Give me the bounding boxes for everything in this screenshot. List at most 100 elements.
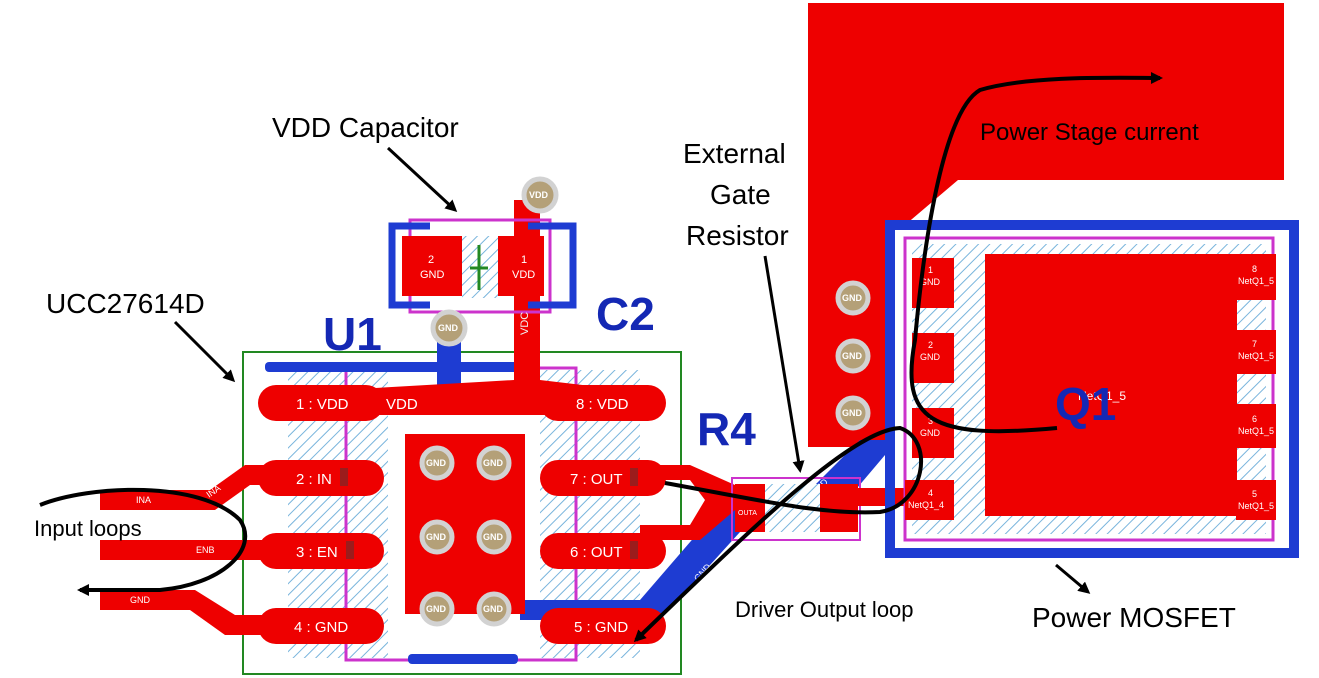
u1-pad-4 — [258, 608, 384, 644]
thermal-vias — [419, 445, 512, 627]
c2-pad1-num: 1 — [521, 254, 527, 266]
q1-p6-num: 6 — [1252, 414, 1257, 424]
gate-resistor-label-2: Gate — [710, 179, 771, 210]
power-mosfet-label: Power MOSFET — [1032, 602, 1236, 633]
u1-pin1-label: 1 : VDD — [296, 396, 349, 413]
c2-pad-2 — [402, 236, 462, 296]
gate-resistor-label-1: External — [683, 138, 786, 169]
out-trace — [640, 465, 800, 540]
driver-output-loop — [633, 425, 923, 643]
pin2-mark — [340, 468, 348, 486]
vdd-trace-label: VDD — [386, 396, 418, 413]
input-loop — [39, 487, 248, 596]
via-label: GND — [483, 604, 504, 614]
u1-pin3-label: 3 : EN — [296, 544, 338, 561]
q1-p5-net: NetQ1_5 — [1238, 501, 1274, 511]
c2-pad2-net: GND — [420, 269, 445, 281]
c2-vdd-via-label: VDD — [529, 190, 549, 200]
u1-pad-1 — [258, 385, 384, 421]
gnd-in-trace — [100, 590, 265, 635]
q1-p2-net: GND — [920, 352, 941, 362]
via-label: GND — [426, 458, 447, 468]
pin6-mark — [630, 541, 638, 559]
r4-pad-right — [820, 484, 858, 532]
plane-gnd-via-3 — [835, 395, 871, 431]
ucc-label: UCC27614D — [46, 288, 205, 319]
plane-gnd-via-1 — [835, 280, 871, 316]
c2-bottom-outline-left — [388, 222, 430, 309]
r4-silk — [731, 477, 861, 541]
ucc-arrow — [173, 320, 236, 383]
q1-bottom-outline — [885, 220, 1299, 558]
power-stage-current-loop — [909, 71, 1163, 434]
via — [419, 519, 455, 555]
q1-p7-net: NetQ1_5 — [1238, 351, 1274, 361]
vdd-trace-vertical — [514, 200, 540, 395]
u1-courtyard — [242, 351, 682, 675]
input-loops-label: Input loops — [34, 516, 142, 541]
vdc-rotated-label: VDC — [519, 312, 531, 335]
r4-pad-left — [735, 484, 765, 532]
power-plane-copper — [808, 3, 1284, 447]
via-label: GND — [483, 458, 504, 468]
q1-tab-pad — [985, 254, 1237, 516]
q1-p8-num: 8 — [1252, 264, 1257, 274]
via-label: GND — [426, 532, 447, 542]
enb-trace — [100, 540, 280, 560]
q1-tab-net: NetQ1_5 — [1078, 389, 1126, 403]
c2-pad2-num: 2 — [428, 254, 434, 266]
via — [476, 591, 512, 627]
q1-refdes: Q1 — [1055, 378, 1116, 430]
q1-p7-num: 7 — [1252, 339, 1257, 349]
gate-resistor-label-3: Resistor — [686, 220, 789, 251]
bottom-via-trace — [437, 340, 461, 388]
q1-p4-num: 4 — [928, 488, 933, 498]
u1-pad-8 — [540, 385, 666, 421]
u1-refdes: U1 — [323, 308, 382, 360]
via-label: GND — [483, 532, 504, 542]
plane-via-label: GND — [842, 351, 863, 361]
ina-trace — [100, 465, 265, 510]
pin3-mark — [346, 541, 354, 559]
via — [476, 519, 512, 555]
q1-p1-num: 1 — [928, 265, 933, 275]
q1-p8-net: NetQ1_5 — [1238, 276, 1274, 286]
driver-output-loop-label: Driver Output loop — [735, 597, 914, 622]
u1-pin2-label: 2 : IN — [296, 471, 332, 488]
vdd-capacitor-arrow — [386, 146, 458, 213]
c2-polarity-mark — [470, 245, 488, 290]
enb-label: ENB — [196, 545, 215, 555]
q1-p3-num: 3 — [928, 416, 933, 426]
q1-p5-num: 5 — [1252, 489, 1257, 499]
q1-p2-num: 2 — [928, 340, 933, 350]
q1-p1-net: GND — [920, 277, 941, 287]
c2-pad-1 — [498, 236, 544, 296]
u1-pin6-label: 6 : OUT — [570, 544, 623, 561]
power-mosfet-arrow — [1055, 563, 1091, 594]
u1-pad-2 — [258, 460, 384, 496]
gate-resistor-arrow — [763, 255, 805, 473]
u1-pin4-label: 4 : GND — [294, 619, 348, 636]
via — [476, 445, 512, 481]
r4-outa-label: OUTA — [738, 510, 757, 517]
q1-pad-7 — [1236, 330, 1276, 374]
u1-pin7-label: 7 : OUT — [570, 471, 623, 488]
bottom-bar-top — [265, 362, 520, 372]
q1-pad-5 — [1236, 480, 1276, 520]
q1-p4-net: NetQ1_4 — [908, 500, 944, 510]
r4-refdes: R4 — [697, 403, 756, 455]
q1-pad-8 — [1236, 254, 1276, 300]
plane-via-label: GND — [842, 293, 863, 303]
ina-label: INA — [136, 495, 151, 505]
q1-p3-net: GND — [920, 428, 941, 438]
c2-gnd-via — [430, 309, 468, 347]
plane-gnd-via-2 — [835, 338, 871, 374]
c2-vdd-via — [521, 176, 559, 214]
via — [419, 591, 455, 627]
q1-pad-2 — [912, 333, 954, 383]
pin7-mark — [630, 468, 638, 486]
via-label: GND — [426, 604, 447, 614]
c2-refdes: C2 — [596, 288, 655, 340]
gnd-in-label: GND — [130, 595, 151, 605]
